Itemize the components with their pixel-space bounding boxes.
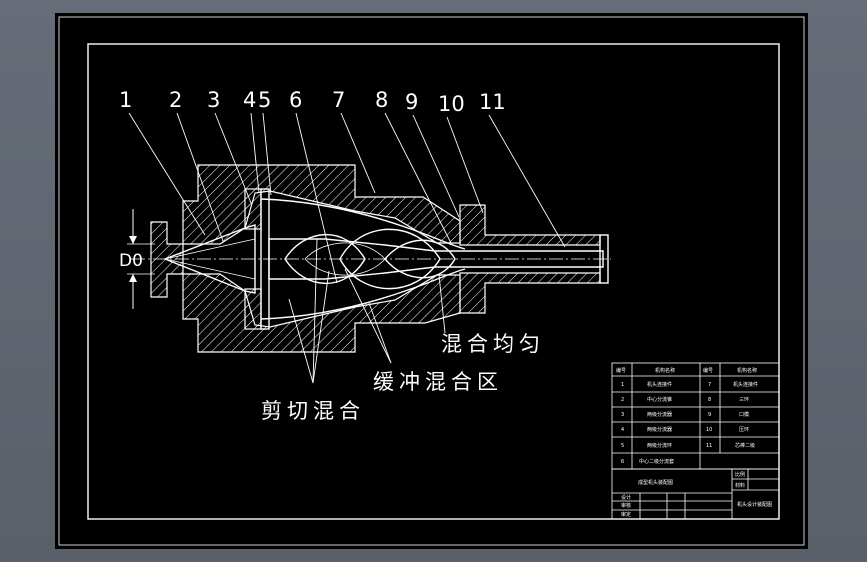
bom-cell: 两级分流环 (647, 442, 672, 449)
bom-header-no-1: 编号 (616, 367, 626, 374)
inner-border (87, 43, 780, 520)
distributor-plate-bottom (244, 288, 262, 330)
part-number-labels: 1 2 3 4 5 6 7 8 9 10 11 (119, 88, 506, 116)
bom-header-no-2: 编号 (703, 367, 713, 374)
drawing-sheet: D0 1 2 3 4 5 6 7 8 9 10 11 (55, 13, 808, 549)
title-company: 机头设计装配图 (737, 501, 772, 508)
bom-cell: 8 (708, 397, 711, 403)
title-drawing-name: 成型机头装配图 (638, 479, 673, 486)
bom-cell: 芯棒二级 (735, 442, 755, 449)
part-label-4: 4 (243, 88, 256, 112)
part-label-9: 9 (405, 90, 418, 114)
bom-cell: 1 (621, 382, 624, 388)
title-label-material: 材料 (735, 482, 745, 489)
flow-lens-1 (284, 234, 366, 284)
part-label-5: 5 (258, 88, 271, 112)
annotation-shear-mixing: 剪切混合 (261, 399, 365, 423)
part-label-3: 3 (207, 88, 220, 112)
bom-cell: 4 (621, 427, 624, 433)
flow-lens-3 (384, 239, 456, 279)
die-upper (459, 204, 601, 246)
bom-cell: 11 (706, 443, 712, 449)
part-label-6: 6 (289, 88, 302, 112)
part-label-8: 8 (375, 88, 388, 112)
bom-cell: 6 (621, 459, 624, 465)
bom-cell: 10 (706, 427, 712, 433)
bom-header-name-2: 机构名称 (737, 367, 757, 374)
bom-cell: 2 (621, 397, 624, 403)
outer-border (58, 16, 805, 546)
cad-drawing: D0 1 2 3 4 5 6 7 8 9 10 11 (58, 16, 805, 546)
title-field-review: 审核 (621, 502, 631, 509)
dim-arrowhead-top (129, 236, 137, 244)
bom-cell: 中心分流锥 (647, 396, 672, 403)
title-field-design: 设计 (621, 494, 631, 501)
title-block: 成型机头装配图 设计 审核 审定 比例 材料 机头设计装配图 (611, 468, 780, 520)
bom-table: 编号 机构名称 编号 机构名称 1 机头连接件 7 机头连接件 2 中心分流锥 … (611, 362, 780, 470)
flow-channel-outer-b (260, 268, 466, 320)
bom-header-name-1: 机构名称 (655, 367, 675, 374)
flow-channel-outer (260, 198, 466, 250)
flow-lens-2 (339, 228, 441, 290)
bom-cell: 3 (621, 412, 624, 418)
die-tip (599, 234, 609, 284)
annotation-leaders (288, 238, 446, 384)
part-label-2: 2 (169, 88, 182, 112)
title-label-scale: 比例 (735, 471, 745, 478)
cone-inner-lines (164, 238, 256, 280)
leader-lines (128, 112, 566, 284)
bom-cell: 机头连接件 (647, 381, 672, 388)
dim-arrowhead-bottom (129, 274, 137, 282)
part-label-7: 7 (332, 88, 345, 112)
annotation-uniform-mixing: 混合均匀 (441, 332, 545, 356)
part-label-11: 11 (479, 90, 506, 114)
bom-cell: 三环 (739, 397, 749, 403)
distributor-cone (163, 224, 256, 294)
bom-cell: 9 (708, 412, 711, 418)
bom-cell: 机头连接件 (733, 381, 758, 388)
die-lower (459, 272, 601, 314)
flow-lens-4 (304, 242, 386, 276)
part-label-10: 10 (438, 92, 465, 116)
dimension-label: D0 (119, 251, 143, 271)
bom-cell: 两级分流器 (647, 411, 672, 418)
title-field-approve: 审定 (621, 511, 631, 518)
bom-cell: 中心二级分流套 (639, 458, 674, 465)
bom-cell: 口模 (739, 411, 749, 418)
bom-cell: 压环 (739, 427, 749, 433)
part-label-1: 1 (119, 88, 132, 112)
annotation-buffer-mixing: 缓冲混合区 (373, 370, 503, 394)
bom-cell: 5 (621, 443, 624, 449)
bom-cell: 两级分流器 (647, 426, 672, 433)
bom-cell: 7 (708, 382, 711, 388)
